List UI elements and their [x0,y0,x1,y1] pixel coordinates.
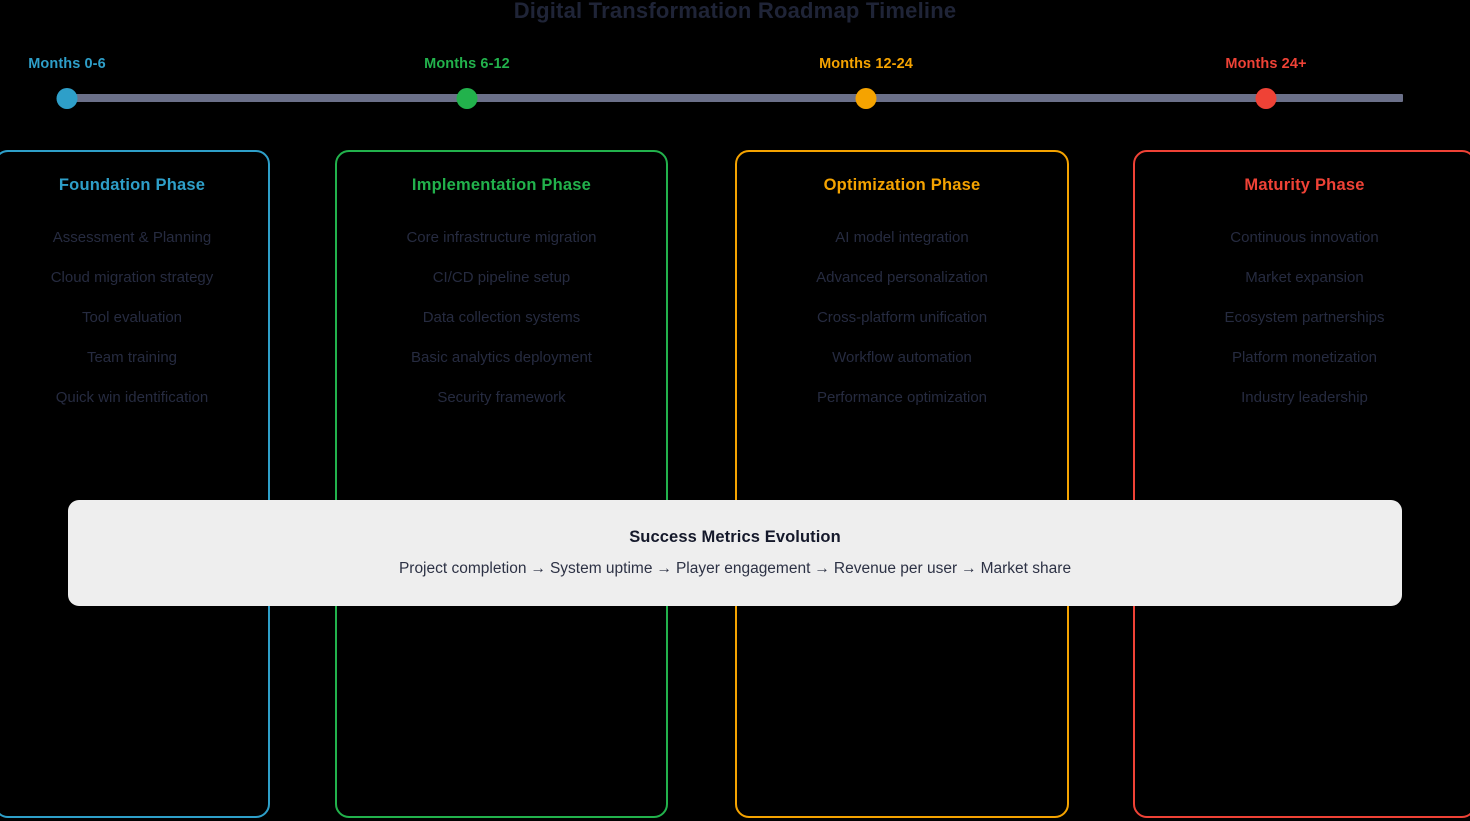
phase-title-0: Foundation Phase [58,176,206,194]
milestone-label-2: Months 12-24 [819,56,913,72]
phase-item: Tool evaluation [81,309,183,326]
phase-item: Market expansion [1245,269,1364,286]
milestone-dot-0[interactable] [56,88,78,109]
phase-item: Cross-platform unification [816,309,988,326]
phase-item: Platform monetization [1231,349,1378,366]
phase-item: Industry leadership [1241,389,1368,406]
timeline-axis [67,94,1403,102]
metric-step: Market share [980,560,1072,577]
phase-item: CI/CD pipeline setup [432,269,571,286]
arrow-icon: → [814,560,830,577]
success-metrics-title: Success Metrics Evolution [629,528,841,546]
phase-item: Basic analytics deployment [411,349,592,366]
milestone-label-0: Months 0-6 [28,56,106,72]
phase-item: Performance optimization [816,389,988,406]
phase-item: Team training [86,349,178,366]
phase-item: AI model integration [835,229,969,246]
arrow-icon: → [530,560,546,577]
page-title: Digital Transformation Roadmap Timeline [513,0,957,23]
phase-item: Security framework [437,389,566,406]
phase-title-1: Implementation Phase [411,176,592,194]
phase-item: Workflow automation [832,349,972,366]
phase-item: Advanced personalization [816,269,988,286]
metric-step: Revenue per user [833,560,958,577]
phase-item: Core infrastructure migration [406,229,597,246]
milestone-dot-2[interactable] [855,88,877,109]
arrow-icon: → [961,560,977,577]
success-metrics-flow: Project completion→System uptime→Player … [399,560,1071,578]
milestone-label-1: Months 6-12 [424,56,510,72]
phase-title-2: Optimization Phase [823,176,981,194]
phase-item: Data collection systems [422,309,581,326]
phase-item: Quick win identification [55,389,209,406]
phase-item: Ecosystem partnerships [1224,309,1385,326]
success-metrics-panel: Success Metrics Evolution Project comple… [68,500,1402,606]
milestone-dot-3[interactable] [1255,88,1277,109]
phase-item: Continuous innovation [1230,229,1379,246]
metric-step: System uptime [549,560,653,577]
phase-item: Cloud migration strategy [50,269,214,286]
metric-step: Project completion [398,560,527,577]
milestone-label-3: Months 24+ [1225,56,1307,72]
metric-step: Player engagement [675,560,811,577]
phase-item: Assessment & Planning [52,229,212,246]
phase-title-3: Maturity Phase [1244,176,1365,194]
milestone-dot-1[interactable] [456,88,478,109]
arrow-icon: → [656,560,672,577]
